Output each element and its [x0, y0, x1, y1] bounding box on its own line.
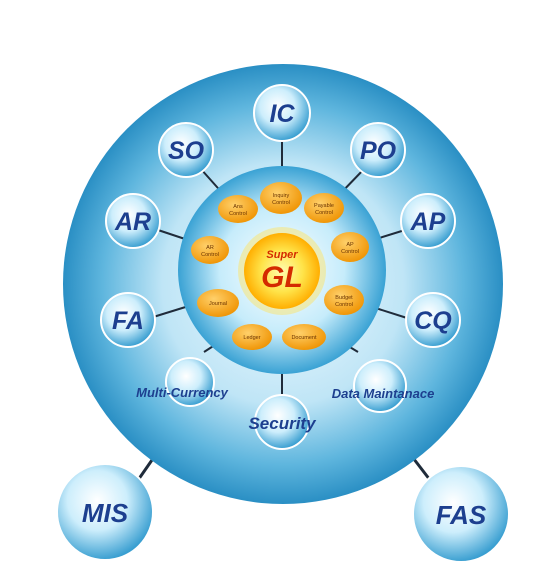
module-ic-label: IC: [270, 100, 296, 128]
node-data-maintenance[interactable]: [353, 359, 407, 413]
bubble-upper-left-line1: Ans: [233, 204, 243, 210]
label-multi-currency: Multi-Currency: [136, 385, 229, 400]
outer-mis[interactable]: MIS: [56, 463, 154, 561]
outer-mis-label: MIS: [82, 498, 129, 528]
bubble-upper-left: Ans Control: [218, 195, 258, 223]
module-so-label: SO: [168, 137, 205, 165]
bubble-right-line2: Control: [341, 249, 359, 255]
module-fa-label: FA: [112, 307, 144, 335]
bubble-bottom-right-line1: Document: [291, 335, 317, 341]
module-cq[interactable]: CQ: [405, 292, 461, 348]
bubble-top-line2: Control: [272, 200, 290, 206]
bubble-upper-right: Payable Control: [304, 193, 344, 223]
bubble-mid-right: Budget Control: [324, 285, 364, 315]
bubble-upper-right-line2: Control: [315, 210, 333, 216]
module-ic[interactable]: IC: [253, 84, 311, 142]
center-gl-label: GL: [261, 261, 303, 294]
module-ar[interactable]: AR: [105, 193, 161, 249]
bubble-top-line1: Inquiry: [273, 193, 290, 199]
bubble-right: AP Control: [331, 232, 369, 262]
bubble-left-line1: AR: [206, 245, 214, 251]
bubble-left: AR Control: [191, 236, 229, 264]
bubble-right-line1: AP: [346, 242, 354, 248]
bubble-upper-right-line1: Payable: [314, 203, 334, 209]
label-data-maintanace: Data Maintanace: [332, 386, 435, 401]
module-ap[interactable]: AP: [400, 193, 456, 249]
bubble-upper-left-line2: Control: [229, 211, 247, 217]
module-ar-label: AR: [114, 208, 151, 236]
bubble-top: Inquiry Control: [260, 182, 302, 214]
bubble-mid-left-line1: Journal: [209, 301, 227, 307]
module-po-label: PO: [360, 137, 397, 165]
bubble-mid-left: Journal: [197, 289, 239, 317]
bubble-bottom-left: Ledger: [232, 324, 272, 350]
module-fa[interactable]: FA: [100, 292, 156, 348]
module-so[interactable]: SO: [158, 122, 214, 178]
module-cq-label: CQ: [414, 307, 452, 335]
inner-bubbles: Inquiry Control Ans Control Payable Cont…: [191, 182, 369, 350]
bubble-bottom-left-line1: Ledger: [243, 335, 260, 341]
bubble-mid-right-line2: Control: [335, 302, 353, 308]
outer-fas[interactable]: FAS: [412, 465, 510, 563]
outer-fas-label: FAS: [436, 500, 487, 530]
module-po[interactable]: PO: [350, 122, 406, 178]
bubble-left-line2: Control: [201, 252, 219, 258]
label-security: Security: [248, 414, 317, 433]
module-ap-label: AP: [410, 208, 446, 236]
super-gl-core: Super GL: [244, 233, 320, 309]
center-super-label: Super: [266, 249, 298, 261]
node-security[interactable]: [254, 394, 310, 450]
node-multi-currency[interactable]: [165, 357, 215, 407]
bubble-bottom-right: Document: [282, 324, 326, 350]
bubble-mid-right-line1: Budget: [335, 295, 353, 301]
